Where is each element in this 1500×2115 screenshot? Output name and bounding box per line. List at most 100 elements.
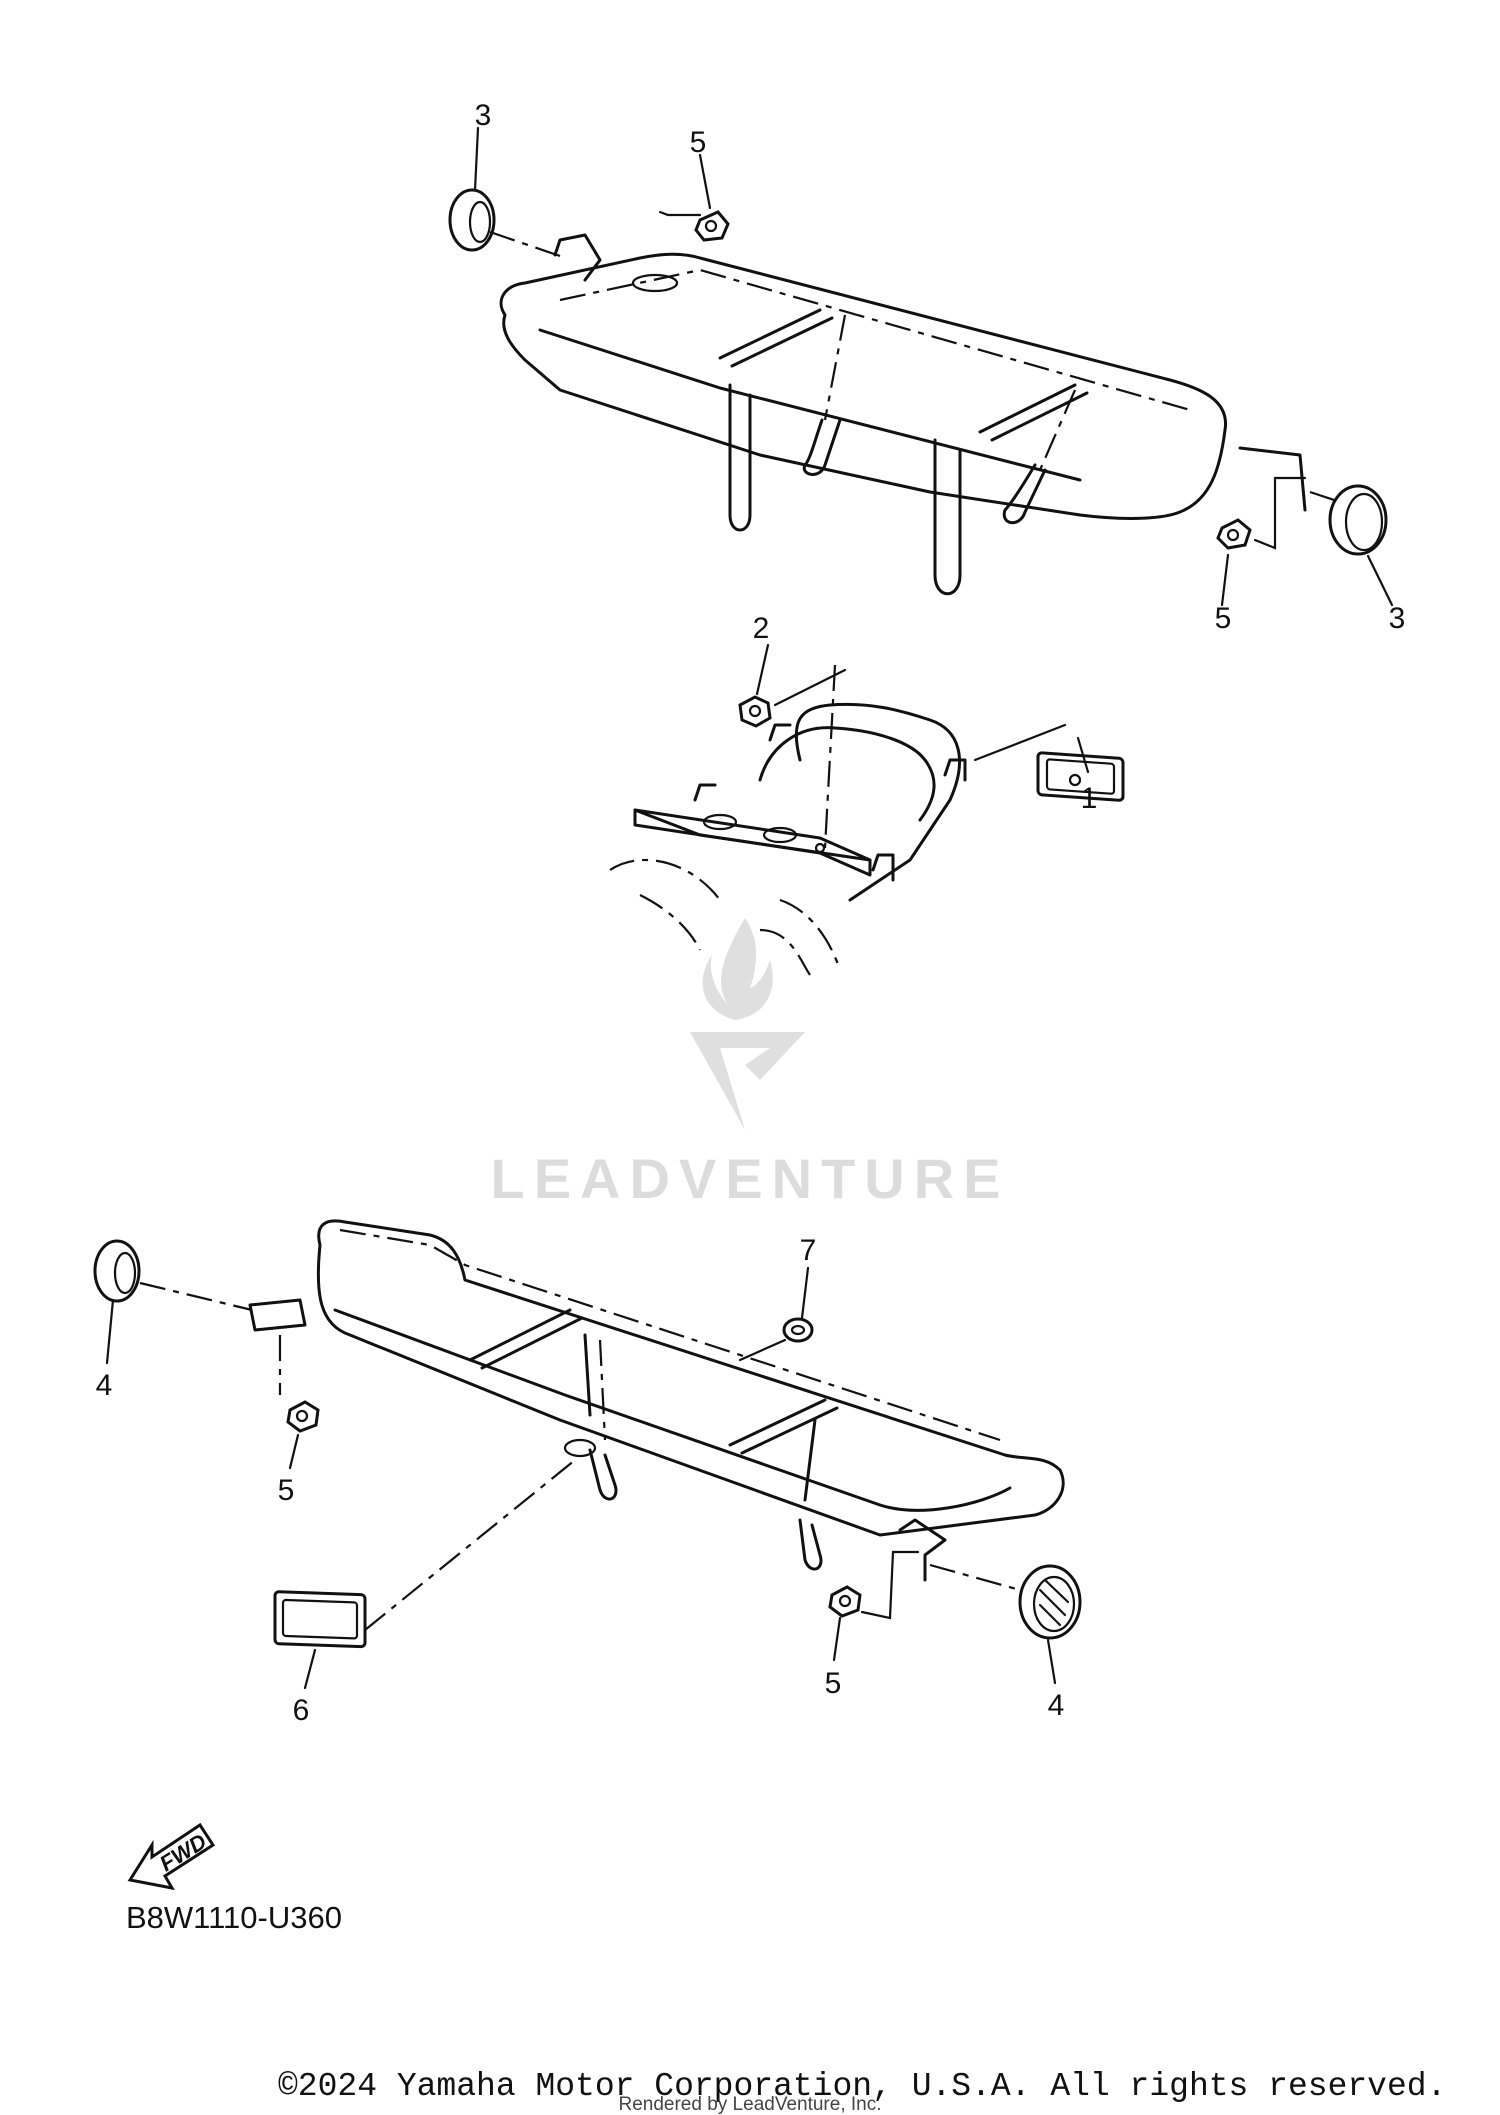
middle-frame-inner bbox=[758, 726, 936, 822]
leader-bottom-right-reflector bbox=[929, 1563, 1021, 1592]
leader-5-top-right bbox=[1220, 553, 1230, 607]
nut-top-right[interactable] bbox=[1216, 518, 1252, 550]
bottom-leg-2 bbox=[798, 1518, 823, 1571]
top-rack-frame bbox=[499, 252, 1227, 520]
flame-logo-icon bbox=[702, 918, 773, 1020]
callout-2[interactable]: 2 bbox=[753, 612, 770, 645]
leader-7 bbox=[800, 1266, 810, 1320]
rendered-by-text: Rendered by LeadVenture, Inc. bbox=[618, 2094, 881, 2115]
bottom-rack-inner bbox=[333, 1308, 1012, 1512]
middle-hole-2 bbox=[762, 826, 798, 844]
middle-hole-1 bbox=[702, 813, 738, 831]
bottom-bracket-hole bbox=[563, 1438, 597, 1458]
leader-5-bottom-right bbox=[832, 1616, 842, 1662]
leader-5-top-right-bracket bbox=[1253, 476, 1307, 550]
leader-4-bottom-left bbox=[105, 1298, 115, 1365]
washer-bottom[interactable] bbox=[782, 1317, 814, 1343]
bottom-right-bracket bbox=[898, 1518, 947, 1582]
bottom-rack-frame bbox=[316, 1219, 1065, 1537]
callout-4-bottom-left[interactable]: 4 bbox=[96, 1369, 113, 1402]
middle-hidden-2 bbox=[639, 894, 701, 951]
reflector-round-top-right[interactable] bbox=[1328, 484, 1388, 556]
nut-bottom-left[interactable] bbox=[286, 1400, 320, 1433]
top-leg-3 bbox=[802, 418, 842, 476]
reflector-rect-bottom[interactable] bbox=[273, 1590, 367, 1649]
top-rack-hidden-rail bbox=[559, 268, 1191, 412]
middle-bracket-top bbox=[768, 723, 792, 742]
nut-top-left[interactable] bbox=[694, 210, 730, 242]
middle-hole-3 bbox=[814, 842, 826, 854]
reflector-round-bottom-right[interactable] bbox=[1018, 1564, 1082, 1640]
reflector-rect-middle[interactable] bbox=[1036, 751, 1125, 802]
middle-assembly bbox=[609, 702, 967, 976]
callout-5-bottom-right[interactable]: 5 bbox=[825, 1667, 842, 1700]
v-logo-icon bbox=[690, 1032, 805, 1130]
leader-2-to-hole bbox=[823, 664, 837, 849]
leader-1-line bbox=[973, 723, 1067, 762]
leader-6-line bbox=[364, 1459, 576, 1631]
leader-5-bottom-right-bracket bbox=[860, 1550, 920, 1620]
bottom-crossbar-2 bbox=[728, 1398, 827, 1447]
bottom-leg-4 bbox=[803, 1418, 817, 1502]
middle-hidden-1 bbox=[609, 858, 721, 901]
top-leg-4 bbox=[1002, 463, 1047, 525]
callout-4-bottom-right[interactable]: 4 bbox=[1048, 1689, 1065, 1722]
middle-bracket-left bbox=[693, 783, 717, 802]
middle-bracket-lower bbox=[871, 853, 895, 882]
bottom-leg-1 bbox=[588, 1448, 618, 1501]
leader-5-bottom-left bbox=[288, 1433, 300, 1470]
leader-bottom-left-reflector bbox=[139, 1281, 253, 1312]
fwd-arrow-icon: FWD bbox=[127, 1822, 216, 1891]
top-right-bracket bbox=[1238, 446, 1307, 512]
top-leg-2 bbox=[933, 438, 962, 596]
nut-middle[interactable] bbox=[738, 695, 772, 728]
leader-5-top-left bbox=[698, 153, 712, 210]
leader-1 bbox=[1076, 736, 1090, 774]
callout-6[interactable]: 6 bbox=[293, 1694, 310, 1727]
middle-hidden-3 bbox=[779, 898, 842, 971]
callout-5-bottom-left[interactable]: 5 bbox=[278, 1474, 295, 1507]
reflector-round-top-left[interactable] bbox=[448, 188, 496, 252]
leader-4-bottom-right bbox=[1046, 1638, 1057, 1685]
top-leg-hidden-2 bbox=[1038, 389, 1077, 471]
leader-3-top-right bbox=[1366, 554, 1394, 607]
callout-5-top-left[interactable]: 5 bbox=[690, 126, 707, 159]
reflector-round-bottom-left[interactable] bbox=[93, 1239, 141, 1303]
top-crossbar-2 bbox=[978, 383, 1077, 434]
top-leg-hidden bbox=[823, 314, 847, 421]
diagram-code: B8W1110-U360 bbox=[126, 1900, 342, 1935]
middle-plate-front bbox=[633, 808, 872, 877]
middle-plate bbox=[633, 808, 872, 862]
leader-3-top-left bbox=[473, 126, 480, 192]
bottom-left-bracket bbox=[248, 1298, 307, 1332]
copyright-text: ©2024 Yamaha Motor Corporation, U.S.A. A… bbox=[278, 2068, 1446, 2105]
callout-1[interactable]: 1 bbox=[1081, 782, 1098, 815]
leader-7-line bbox=[738, 1338, 787, 1362]
watermark-brand: LEADVENTURE bbox=[490, 1147, 1009, 1210]
bottom-crossbar-1b bbox=[480, 1316, 584, 1370]
top-crossbar-1 bbox=[718, 308, 822, 360]
nut-bottom-right[interactable] bbox=[828, 1585, 862, 1618]
bottom-leg-hidden bbox=[598, 1339, 607, 1441]
middle-bracket-right bbox=[943, 758, 967, 782]
leader-5-top-left-bracket bbox=[658, 210, 702, 217]
top-left-bracket bbox=[553, 233, 602, 282]
bottom-crossbar-2b bbox=[740, 1406, 839, 1455]
top-rack-assembly bbox=[499, 233, 1307, 596]
bottom-rack-hidden bbox=[339, 1228, 1001, 1442]
callout-3-top-left[interactable]: 3 bbox=[475, 99, 492, 132]
bottom-rack-assembly bbox=[248, 1219, 1065, 1582]
leadventure-watermark: LEADVENTURE bbox=[490, 918, 1009, 1210]
leader-top-right-reflector bbox=[1309, 490, 1341, 504]
callout-7[interactable]: 7 bbox=[800, 1234, 817, 1267]
leader-2 bbox=[755, 643, 770, 696]
leader-6 bbox=[303, 1648, 317, 1690]
middle-hidden-4 bbox=[759, 928, 811, 976]
callout-3-top-right[interactable]: 3 bbox=[1389, 602, 1406, 635]
top-crossbar-2b bbox=[990, 391, 1089, 442]
callout-5-top-right[interactable]: 5 bbox=[1215, 602, 1232, 635]
leader-top-left-reflector bbox=[489, 230, 561, 258]
bottom-crossbar-1 bbox=[468, 1308, 572, 1362]
middle-frame-outer bbox=[794, 702, 962, 902]
